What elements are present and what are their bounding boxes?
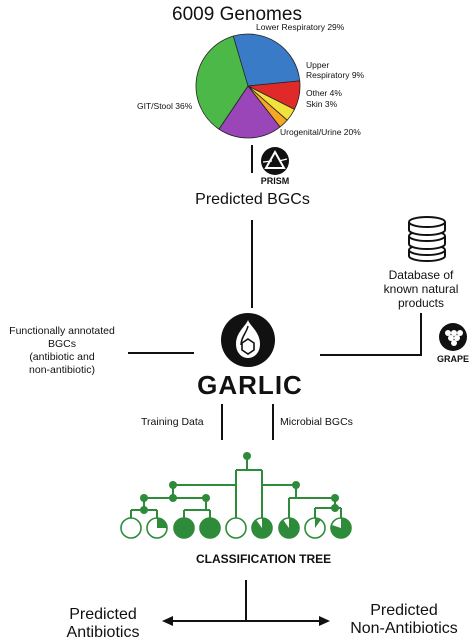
prism-logo-icon [261,147,289,175]
diagram-title: 6009 Genomes [172,4,302,25]
tree-node [202,494,210,502]
arrow-right-head [319,616,330,626]
connector-microbial-bgcs [272,404,274,440]
tree-leaf [120,517,142,539]
predicted-non-antibiotics-line1: Predicted [370,602,438,619]
functional-bgcs-caption: Functionally annotated BGCs (antibiotic … [0,325,124,377]
predicted-non-antibiotics-line2: Non-Antibiotics [350,620,458,637]
tree-node [140,494,148,502]
microbial-bgcs-label: Microbial BGCs [280,416,353,428]
tree-node [331,494,339,502]
database-line1: Database of [388,268,454,282]
prism-label: PRISM [260,176,290,186]
pie-label-urogenital: Urogenital/Urine 20% [280,127,361,137]
tree-leaf [146,517,168,539]
tree-leaf-fill [331,518,352,538]
tree-leaf-fill [200,518,220,538]
tree-leaf [225,517,247,539]
pie-label-git-stool: GIT/Stool 36% [137,101,193,111]
connector-grape-garlic [320,354,422,356]
database-caption: Database of known natural products [366,268,474,310]
tree-leaf [278,517,300,539]
arrow-left-head [162,616,173,626]
tree-leaf-fill [315,518,321,528]
tree-node [140,506,148,514]
tree-node [331,504,339,512]
predicted-antibiotics: Predicted Antibiotics [44,606,162,642]
tree-node [169,481,177,489]
tree-leaf-fill [174,518,194,538]
predicted-antibiotics-line1: Predicted [69,606,137,623]
database-line2: known natural [383,282,459,296]
tree-leaf-fill [279,518,300,538]
pie-label-upper-respiratory: Upper Respiratory 9% [306,60,364,80]
tree-leaf [304,517,326,539]
pie-slice-upper [246,80,301,110]
pie-slice-skin [247,85,288,128]
database-icon [408,216,446,262]
grape-label: GRAPE [436,354,469,364]
database-line3: products [397,296,445,310]
functional-line2: BGCs [47,338,76,350]
tree-node [169,494,177,502]
garlic-label: GARLIC [197,370,303,400]
pie-slice-other [247,85,295,121]
tree-node [292,481,300,489]
pie-label-skin: Skin 3% [306,99,338,109]
pie-label-upper-line2: Respiratory 9% [306,70,365,80]
tree-leaf [199,517,221,539]
connector-pie-prism [251,145,253,173]
tree-leaf [330,517,352,539]
functional-line1: Functionally annotated [9,325,115,337]
predicted-antibiotics-line2: Antibiotics [66,624,140,641]
tree-leaf [251,517,273,539]
pie-label-lower-respiratory: Lower Respiratory 29% [256,22,345,32]
pie-slice-git-stool [195,35,249,130]
classification-tree-title: CLASSIFICATION TREE [196,552,332,566]
connector-functional-garlic [128,352,194,354]
tree-node [243,452,251,460]
pie-slice-urogenital-urine [218,85,281,139]
pie-label-other: Other 4% [306,88,342,98]
garlic-logo-icon [221,313,275,367]
grape-logo-icon [439,323,467,351]
pie-label-upper-line1: Upper [306,60,330,70]
tree-leaf [173,517,195,539]
connector-bgcs-garlic [251,220,253,308]
connector-database-grape [420,313,422,354]
connector-tree-outputs [245,580,247,620]
tree-leaf-fill [252,518,273,538]
training-data-label: Training Data [141,416,204,428]
functional-line4: non-antibiotic) [29,364,95,376]
functional-line3: (antibiotic and [29,351,95,363]
tree-leaf-fill [157,518,167,528]
pie-slice-lower [229,33,301,87]
predicted-non-antibiotics: Predicted Non-Antibiotics [336,602,472,638]
predicted-bgcs-label: Predicted BGCs [195,191,310,208]
connector-training-data [221,404,223,440]
